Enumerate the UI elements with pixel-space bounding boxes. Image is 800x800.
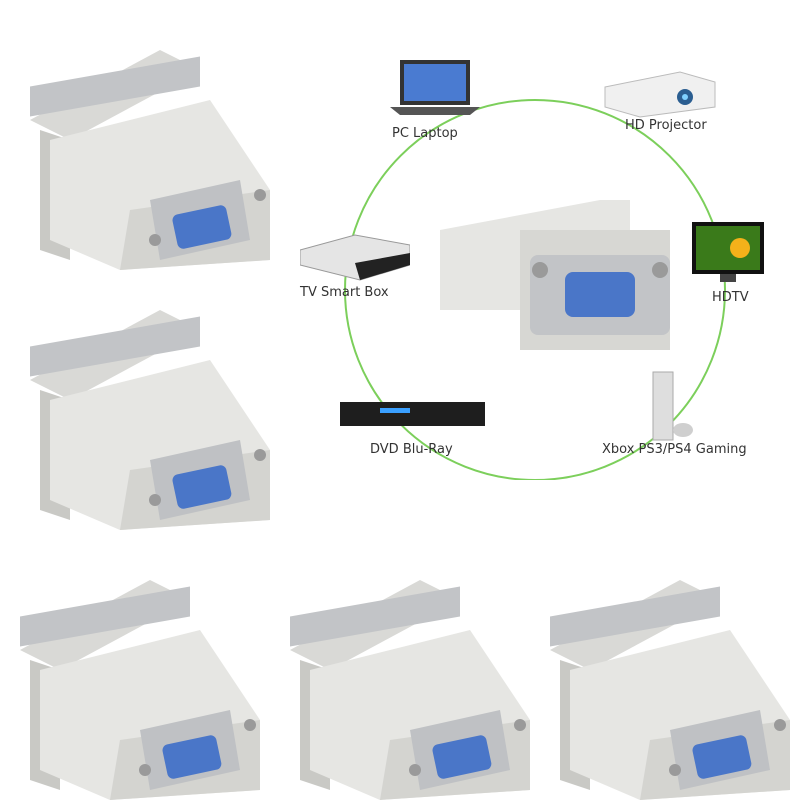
adapter-photo-2 <box>30 310 270 530</box>
dvd-bluray-icon <box>340 402 485 426</box>
hdtv-icon <box>692 222 764 282</box>
dvi-vga-adapter <box>550 580 790 800</box>
tv-smart-box-label: TV Smart Box <box>300 285 389 300</box>
adapter-photo-3 <box>20 580 260 800</box>
adapter-photo-1 <box>30 50 270 270</box>
connection-ring <box>344 99 726 480</box>
dvi-vga-adapter <box>20 580 260 800</box>
center-adapter-image <box>440 200 670 350</box>
dvd-bluray-label: DVD Blu-Ray <box>370 442 453 457</box>
adapter-photo-5 <box>550 580 790 800</box>
xbox-gaming-label: Xbox PS3/PS4 Gaming <box>602 442 747 457</box>
compatibility-diagram: PC Laptop HD Projector TV Smart Box HDTV… <box>280 40 800 480</box>
tv-smart-box-icon <box>300 234 410 281</box>
xbox-gaming-icon <box>652 371 693 441</box>
hd-projector-icon <box>604 71 716 118</box>
dvi-vga-adapter <box>30 50 270 270</box>
dvi-vga-adapter <box>290 580 530 800</box>
dvi-vga-adapter <box>30 310 270 530</box>
pc-laptop-icon <box>390 60 480 115</box>
adapter-photo-4 <box>290 580 530 800</box>
hd-projector-label: HD Projector <box>625 118 707 133</box>
pc-laptop-label: PC Laptop <box>392 126 458 141</box>
hdtv-label: HDTV <box>712 290 749 305</box>
